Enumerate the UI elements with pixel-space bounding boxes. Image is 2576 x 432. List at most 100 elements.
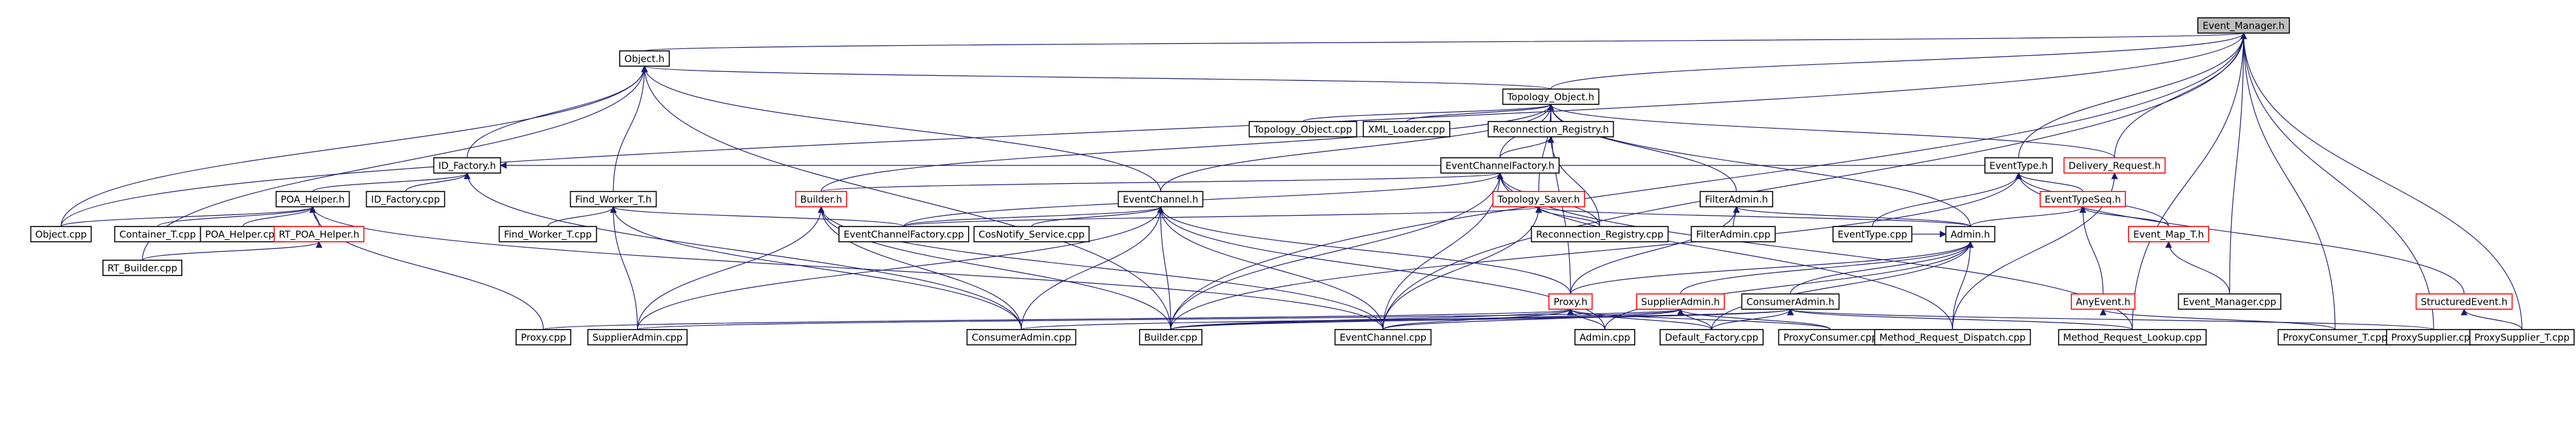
dependency-edge bbox=[2114, 32, 2247, 158]
file-node-container-t-cpp[interactable]: Container_T.cpp bbox=[114, 226, 201, 242]
dependency-edge-line bbox=[1021, 206, 1164, 330]
file-node-id-factory-cpp[interactable]: ID_Factory.cpp bbox=[365, 191, 446, 207]
dependency-edge-line bbox=[613, 65, 648, 192]
dependency-edge-line bbox=[1170, 32, 2247, 330]
file-node-rt-builder-cpp[interactable]: RT_Builder.cpp bbox=[102, 260, 182, 276]
file-node-eventchannel-cpp[interactable]: EventChannel.cpp bbox=[1334, 329, 1432, 345]
file-node-eventchannel-h[interactable]: EventChannel.h bbox=[1117, 191, 1204, 207]
file-node-label: Event_Manager.h bbox=[2202, 20, 2284, 32]
dependency-edge bbox=[1021, 206, 1164, 330]
file-node-delivery-request-h[interactable]: Delivery_Request.h bbox=[2063, 157, 2166, 174]
file-node-eventchannelfactory-h[interactable]: EventChannelFactory.h bbox=[1440, 157, 1560, 174]
dependency-edge bbox=[1547, 136, 1600, 227]
file-node-eventtypeseq-h[interactable]: EventTypeSeq.h bbox=[2040, 191, 2126, 207]
file-node-supplieradmin-h[interactable]: SupplierAdmin.h bbox=[1636, 293, 1725, 310]
dependency-edge bbox=[2240, 32, 2434, 330]
file-nodes: Event_Manager.hObject.hTopology_Object.h… bbox=[30, 17, 2575, 345]
file-node-box bbox=[1492, 191, 1585, 207]
file-node-object-cpp[interactable]: Object.cpp bbox=[30, 226, 92, 242]
file-node-box bbox=[2058, 329, 2207, 345]
file-node-xml-loader-cpp[interactable]: XML_Loader.cpp bbox=[1363, 121, 1450, 137]
file-node-label: SupplierAdmin.cpp bbox=[592, 332, 683, 344]
file-node-topology-saver-h[interactable]: Topology_Saver.h bbox=[1492, 191, 1585, 207]
file-node-consumeradmin-cpp[interactable]: ConsumerAdmin.cpp bbox=[966, 329, 1077, 345]
file-node-proxysupplier-cpp[interactable]: ProxySupplier.cpp bbox=[2386, 329, 2481, 345]
file-node-box bbox=[1574, 329, 1635, 345]
file-node-consumeradmin-h[interactable]: ConsumerAdmin.h bbox=[1741, 293, 1840, 310]
file-node-label: EventType.cpp bbox=[1837, 229, 1907, 240]
file-node-box bbox=[1741, 293, 1840, 310]
dependency-edge bbox=[1031, 206, 1164, 227]
file-node-structuredevent-h[interactable]: StructuredEvent.h bbox=[2415, 293, 2513, 310]
file-node-find-worker-t-cpp[interactable]: Find_Worker_T.cpp bbox=[498, 226, 597, 242]
file-node-eventtype-h[interactable]: EventType.h bbox=[1984, 157, 2053, 174]
file-node-proxyconsumer-cpp[interactable]: ProxyConsumer.cpp bbox=[1778, 329, 1883, 345]
file-node-method-request-dispatch-cpp[interactable]: Method_Request_Dispatch.cpp bbox=[1874, 329, 2031, 345]
file-node-rt-poa-helper-h[interactable]: RT_POA_Helper.h bbox=[273, 226, 365, 242]
file-node-id-factory-h[interactable]: ID_Factory.h bbox=[433, 157, 501, 174]
dependency-edge-line bbox=[60, 206, 317, 227]
file-node-topology-object-h[interactable]: Topology_Object.h bbox=[1502, 88, 1600, 105]
dependency-edge-line bbox=[1157, 206, 1384, 330]
file-node-reconnection-registry-h[interactable]: Reconnection_Registry.h bbox=[1487, 121, 1614, 137]
dependency-edge bbox=[637, 308, 1684, 330]
dependency-edge-line bbox=[1733, 206, 1971, 227]
file-node-poa-helper-h[interactable]: POA_Helper.h bbox=[275, 191, 350, 207]
dependency-edge bbox=[821, 172, 1503, 192]
file-node-find-worker-t-h[interactable]: Find_Worker_T.h bbox=[569, 191, 657, 207]
file-node-label: Object.cpp bbox=[36, 229, 87, 240]
file-node-event-manager-cpp[interactable]: Event_Manager.cpp bbox=[2177, 293, 2282, 310]
file-node-default-factory-cpp[interactable]: Default_Factory.cpp bbox=[1659, 329, 1764, 345]
file-node-poa-helper-cpp[interactable]: POA_Helper.cpp bbox=[200, 226, 286, 242]
dependency-edge-line bbox=[821, 172, 1503, 192]
file-node-box bbox=[30, 226, 92, 242]
file-node-admin-h[interactable]: Admin.h bbox=[1945, 226, 1996, 242]
file-node-proxy-h[interactable]: Proxy.h bbox=[1548, 293, 1593, 310]
dependency-edge bbox=[1604, 240, 1974, 330]
file-node-label: Reconnection_Registry.cpp bbox=[1536, 229, 1663, 241]
dependency-edge-line bbox=[467, 65, 648, 158]
dependency-edge-line bbox=[637, 308, 1684, 330]
file-node-proxysupplier-t-cpp[interactable]: ProxySupplier_T.cpp bbox=[2469, 329, 2575, 345]
file-node-box bbox=[1659, 329, 1764, 345]
dependency-edge-line bbox=[637, 206, 825, 330]
dependency-edge bbox=[610, 206, 638, 330]
file-node-box bbox=[1945, 226, 1996, 242]
file-node-builder-cpp[interactable]: Builder.cpp bbox=[1139, 329, 1203, 345]
file-node-label: EventChannelFactory.h bbox=[1445, 160, 1554, 172]
dependency-edge-line bbox=[637, 206, 1164, 330]
file-node-reconnection-registry-cpp[interactable]: Reconnection_Registry.cpp bbox=[1530, 226, 1669, 242]
file-node-supplieradmin-cpp[interactable]: SupplierAdmin.cpp bbox=[587, 329, 688, 345]
file-node-cosnotify-service-cpp[interactable]: CosNotify_Service.cpp bbox=[973, 226, 1090, 242]
dependency-edge bbox=[1021, 308, 1794, 330]
file-node-proxy-cpp[interactable]: Proxy.cpp bbox=[515, 329, 571, 345]
dependency-edge bbox=[1170, 172, 1504, 330]
file-node-label: Method_Request_Lookup.cpp bbox=[2063, 332, 2202, 344]
dependency-edge bbox=[312, 172, 471, 192]
file-node-anyevent-h[interactable]: AnyEvent.h bbox=[2071, 293, 2136, 310]
file-node-label: ProxySupplier.cpp bbox=[2391, 332, 2476, 344]
file-node-box bbox=[1700, 191, 1773, 207]
file-node-admin-cpp[interactable]: Admin.cpp bbox=[1574, 329, 1635, 345]
file-node-topology-object-cpp[interactable]: Topology_Object.cpp bbox=[1248, 121, 1358, 137]
dependency-edge bbox=[610, 206, 904, 227]
file-node-box bbox=[838, 226, 969, 242]
dependency-edge bbox=[1382, 308, 1684, 330]
file-node-event-manager-h[interactable]: Event_Manager.h bbox=[2197, 17, 2290, 34]
file-node-box bbox=[2277, 329, 2393, 345]
file-node-method-request-lookup-cpp[interactable]: Method_Request_Lookup.cpp bbox=[2058, 329, 2207, 345]
dependency-edge-line bbox=[1170, 308, 1794, 330]
file-node-proxyconsumer-t-cpp[interactable]: ProxyConsumer_T.cpp bbox=[2277, 329, 2393, 345]
file-node-filteradmin-h[interactable]: FilterAdmin.h bbox=[1700, 191, 1773, 207]
file-node-box bbox=[1832, 226, 1912, 242]
file-node-event-map-t-h[interactable]: Event_Map_T.h bbox=[2128, 226, 2209, 242]
file-node-object-h[interactable]: Object.h bbox=[619, 50, 670, 67]
file-node-builder-h[interactable]: Builder.h bbox=[795, 191, 847, 207]
file-node-label: Reconnection_Registry.h bbox=[1493, 124, 1609, 136]
file-node-box bbox=[587, 329, 688, 345]
file-node-filteradmin-cpp[interactable]: FilterAdmin.cpp bbox=[1691, 226, 1776, 242]
dependency-edge bbox=[1538, 103, 1555, 192]
file-node-eventchannelfactory-cpp[interactable]: EventChannelFactory.cpp bbox=[838, 226, 969, 242]
dependency-edge bbox=[1970, 206, 2087, 227]
file-node-eventtype-cpp[interactable]: EventType.cpp bbox=[1832, 226, 1912, 242]
